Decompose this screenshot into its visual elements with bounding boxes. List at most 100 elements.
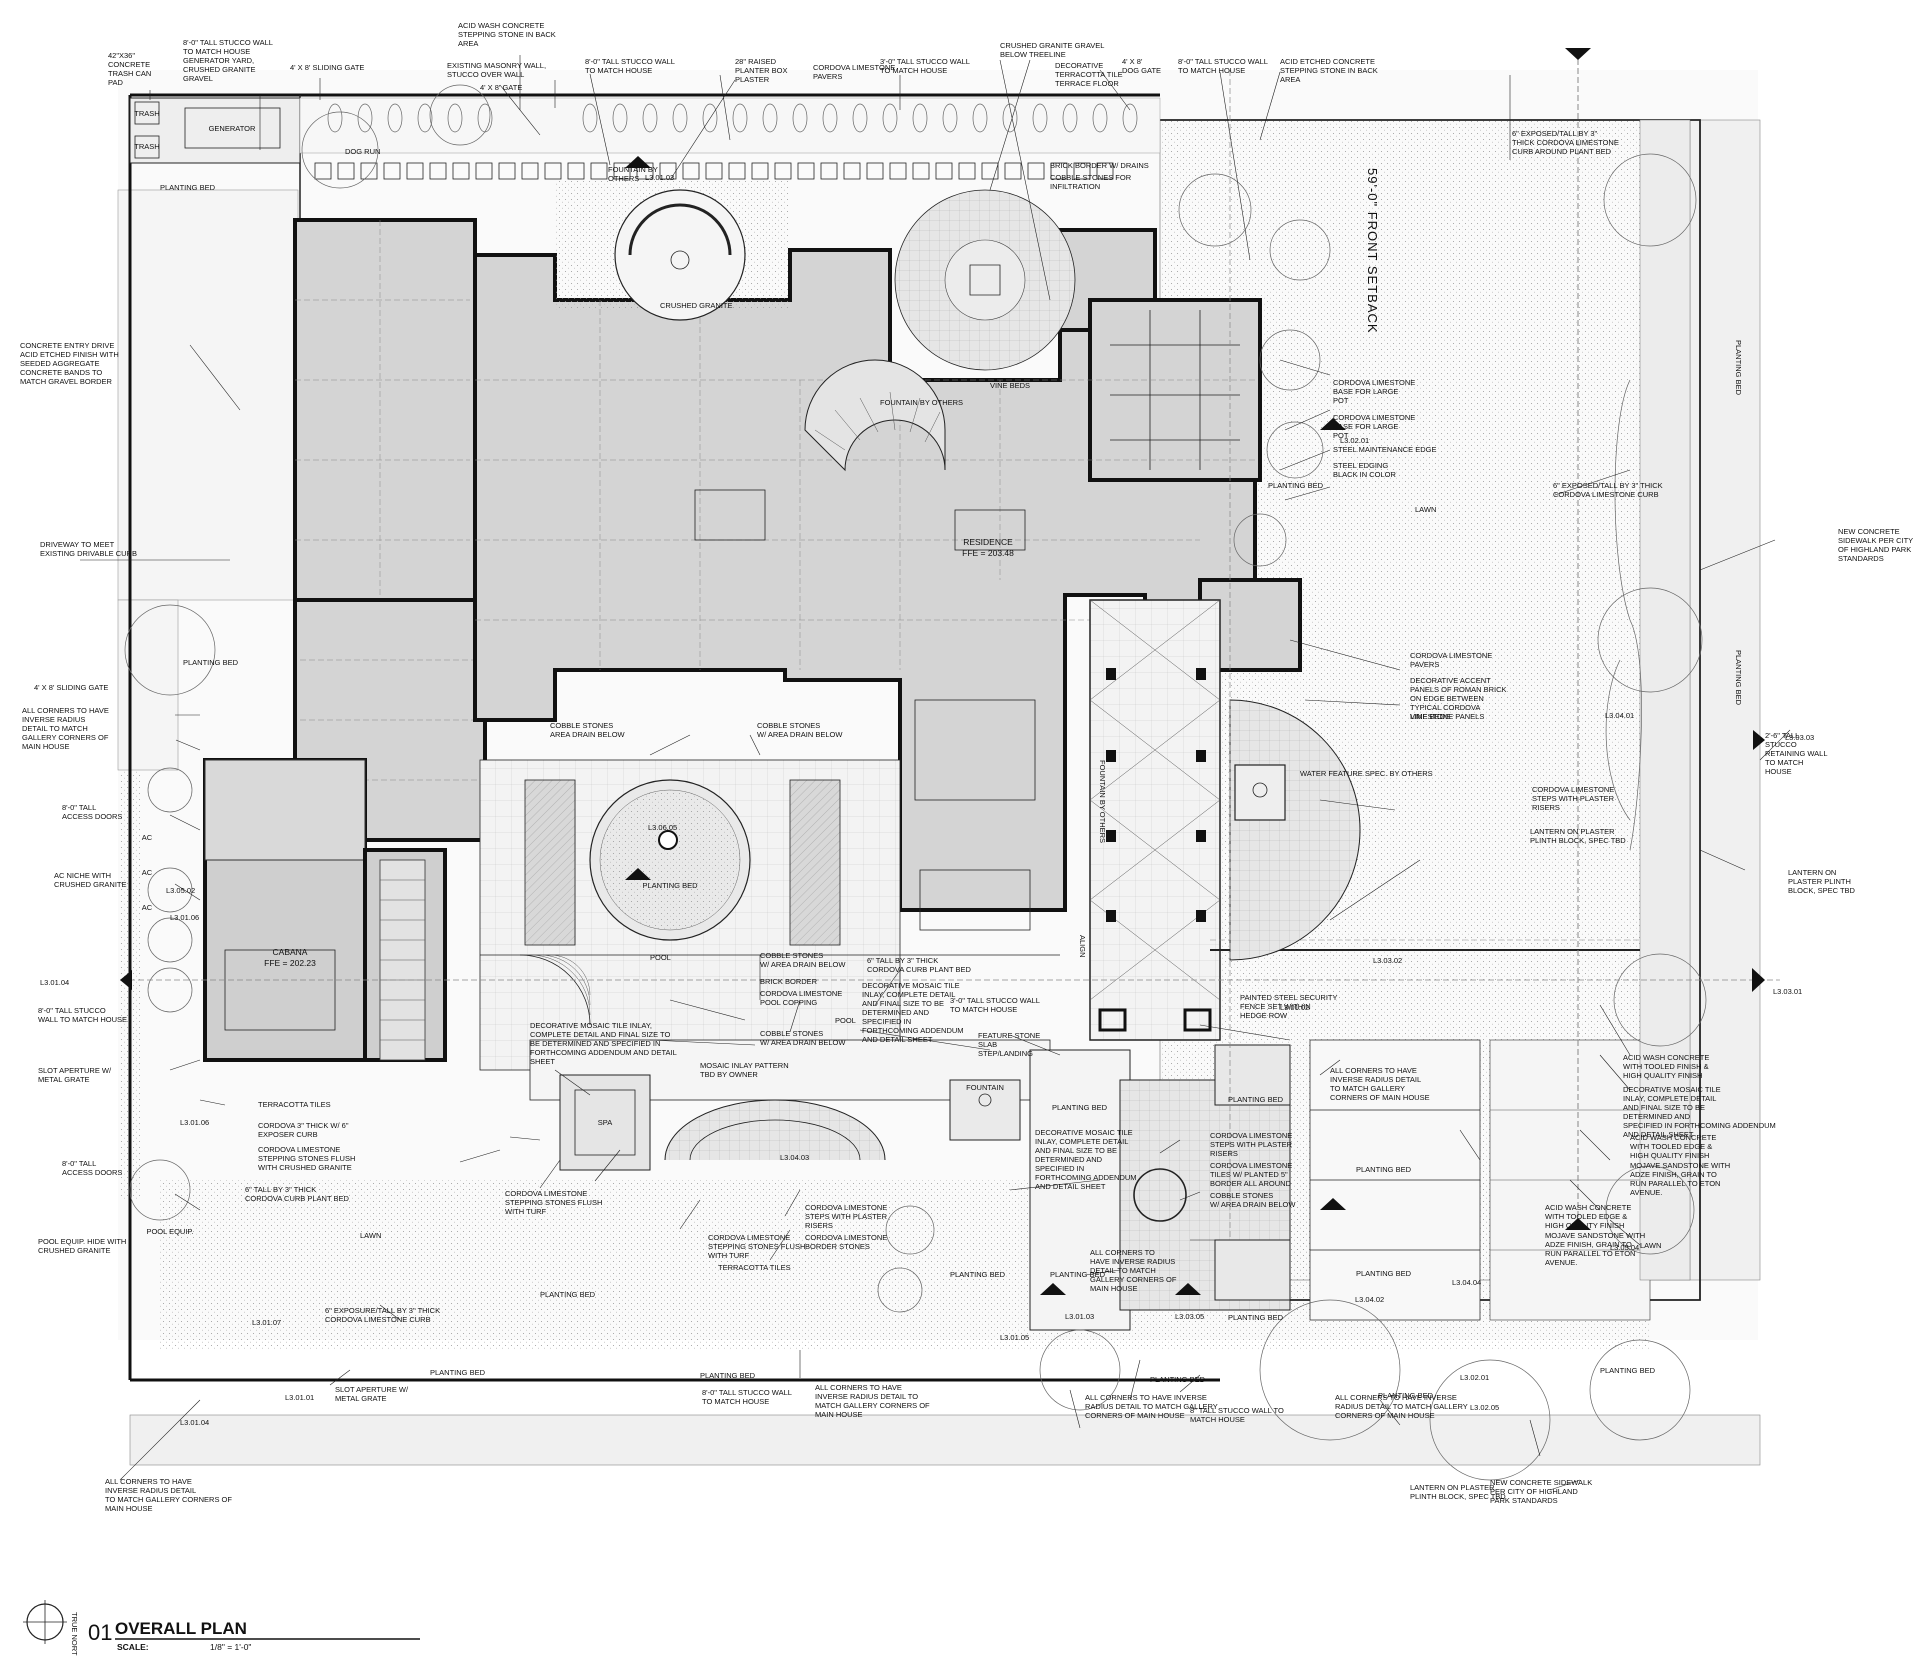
planting-bed-label: PLANTING BED [950,1270,1006,1279]
planting-bed-label: PLANTING BED [1734,340,1743,396]
vine-beds-label-1: VINE BEDS [990,381,1030,390]
callout: TERRACOTTA TILES [718,1263,791,1272]
detail-tag: L3.01.03 [645,173,674,182]
planting-bed-label: PLANTING BED [1228,1095,1284,1104]
callout-leaders [80,55,1791,1491]
callout: BRICK BORDER W/ DRAINS [1050,161,1149,170]
callout: 4' X 8' SLIDING GATE [34,683,108,692]
detail-tag: L3.05.04 [1610,1243,1639,1252]
scale-value: 1/8" = 1'-0" [210,1642,251,1652]
fountain-label: FOUNTAIN [966,1083,1004,1092]
detail-tag: L3.01.02 [1280,1003,1309,1012]
callout: BRICK BORDER [760,977,818,986]
detail-tag: L3.03.01 [1773,987,1802,996]
planting-bed-label: PLANTING BED [160,183,216,192]
cabana-label: CABANA [273,947,308,957]
callout: CORDOVA 3" THICK W/ 6"EXPOSER CURB [258,1121,349,1139]
hedge-row [327,103,1138,133]
fountain-by-others-vertical: FOUNTAIN BY OTHERS [1098,760,1107,843]
pool-court [379,759,1060,1101]
north-label: TRUE NORTH [70,1612,79,1656]
detail-tag: L3.04.04 [1452,1278,1481,1287]
detail-tag: L3.03.05 [1175,1312,1204,1321]
detail-tag: L3.02.01 [1340,436,1369,445]
service-yard [129,97,1161,180]
detail-tag: L3.01.04 [180,1418,209,1427]
drawing-title: OVERALL PLAN [115,1619,247,1638]
water-feature [1229,699,1361,961]
planting-bed-label: PLANTING BED [1228,1313,1284,1322]
pool-label-2: POOL [835,1016,856,1025]
residence-label: RESIDENCE [963,537,1013,547]
trash-label-2: TRASH [134,142,159,151]
pool-label-1: POOL [650,953,671,962]
planting-bed-label: PLANTING BED [430,1368,486,1377]
section-markers [120,48,1765,1295]
spa-terrace [559,1044,1291,1331]
planting-bed-label: PLANTING BED [540,1290,596,1299]
drawing-number: 01 [88,1620,112,1645]
planting-bed-label: PLANTING BED [1050,1270,1106,1279]
vine-beds-label-2: VINE BEDS [1410,712,1450,721]
detail-tag: L3.01.07 [252,1318,281,1327]
pool-equip-label: POOL EQUIP. [146,1227,193,1236]
planting-bed-label: PLANTING BED [1600,1366,1656,1375]
detail-tag: L3.01.01 [285,1393,314,1402]
callout: SLOT APERTURE W/METAL GRATE [335,1385,409,1403]
detail-tag: L3.04.01 [1605,711,1634,720]
crushed-granite-label: CRUSHED GRANITE [660,301,733,310]
planting-bed-label: PLANTING BED [1356,1269,1412,1278]
detail-tag: L3.03.03 [1785,733,1814,742]
planting-bed-center-label: PLANTING BED [642,881,698,890]
scale-label: SCALE: [117,1642,149,1652]
callout: 6" EXPOSED/TALL BY 3"THICK CORDOVA LIMES… [1512,129,1619,156]
ac-label-1: AC [142,833,153,842]
detail-tag: L3.03.02 [1373,956,1402,965]
detail-tag: L3.06.05 [648,823,677,832]
callout: 4' X 8' GATE [480,83,522,92]
planting-bed-label: PLANTING BED [1268,481,1324,490]
callout: DECORATIVE MOSAIC TILE INLAY,COMPLETE DE… [530,1021,677,1066]
spa-label: SPA [598,1118,612,1127]
